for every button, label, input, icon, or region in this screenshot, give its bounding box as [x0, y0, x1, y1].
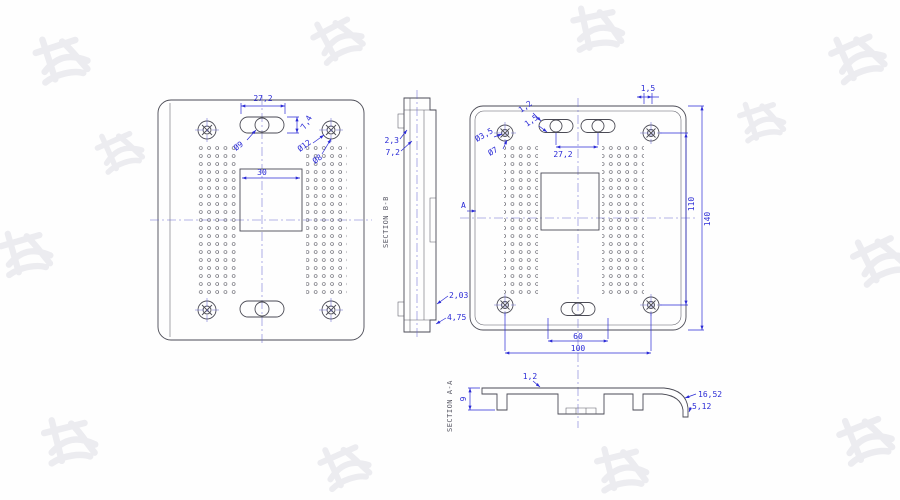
side-section-view: SECTION B-B 2,3 7,2 2,03 4,75 [382, 90, 468, 340]
dim-side-wall-4: 4,75 [447, 313, 466, 322]
back-slot-top-left [538, 119, 574, 133]
dim-front-slot-height: 7,4 [299, 114, 314, 131]
back-perforation-grid-left [504, 146, 538, 298]
side-tab-top [397, 113, 405, 129]
side-dimensions: 2,3 7,2 2,03 4,75 [385, 129, 468, 325]
dim-back-hole-outer-d: Ø7 [486, 144, 500, 158]
section-b-label: SECTION B-B [382, 196, 390, 248]
back-boss-top-left [494, 122, 516, 144]
bottom-section-view: SECTION A-A 1,2 9 16,52 5,12 [446, 372, 722, 432]
bottom-profile-outline [481, 387, 689, 418]
back-slot-top-right [580, 119, 616, 133]
dim-back-top-edge: 1,5 [641, 84, 656, 93]
dim-side-wall-2: 7,2 [386, 148, 401, 157]
back-view: A 1,2 1,5 Ø3,5 Ø7 27,2 1,5 110 [460, 84, 712, 428]
dim-side-wall-1: 2,3 [385, 136, 400, 145]
front-dimensions: 27,2 7,4 Ø9 Ø12 Ø8 30 [231, 94, 332, 180]
bottom-dimensions: 1,2 9 16,52 5,12 [459, 372, 722, 413]
dim-back-height-inner: 110 [687, 197, 696, 212]
dim-side-wall-3: 2,03 [449, 291, 468, 300]
dim-back-rib-2: 1,5 [523, 113, 540, 129]
dim-back-height-outer: 140 [703, 212, 712, 227]
front-boss-bottom-left [195, 298, 219, 322]
dim-front-slot-width: 27,2 [253, 94, 272, 103]
front-slot-top [239, 116, 285, 134]
front-slot-bottom [239, 300, 285, 318]
side-tab-bottom [397, 301, 405, 317]
dim-back-width-inner: 60 [573, 332, 583, 341]
dim-back-width-outer: 100 [571, 344, 586, 353]
front-boss-bottom-right [319, 298, 343, 322]
front-perforation-grid-left [196, 146, 237, 296]
back-slot-bottom [560, 302, 596, 316]
back-perforation-grid-right [602, 146, 644, 298]
back-boss-top-right [640, 122, 662, 144]
dim-back-slot-width: 27,2 [553, 150, 572, 159]
back-center-opening [540, 172, 600, 231]
section-a-label: SECTION A-A [446, 380, 454, 432]
dim-back-hole-inner-d: Ø3,5 [473, 125, 495, 143]
dim-bottom-lip: 5,12 [692, 402, 711, 411]
section-a-marker: A [461, 201, 476, 213]
front-boss-top-right [319, 118, 343, 142]
dim-bottom-radius: 16,52 [698, 390, 722, 399]
dim-front-square: 30 [257, 168, 267, 177]
back-boss-bottom-right [640, 294, 662, 316]
front-boss-top-left [195, 118, 219, 142]
front-view: 27,2 7,4 Ø9 Ø12 Ø8 30 [150, 94, 372, 344]
dim-back-rib-1: 1,2 [517, 99, 534, 115]
front-perforation-grid-right [306, 146, 347, 296]
side-profile-outline [403, 97, 437, 333]
front-center-opening [239, 168, 303, 232]
dim-bottom-height: 9 [459, 396, 468, 401]
section-a-marker-label: A [461, 201, 466, 210]
bottom-boss-detail [565, 407, 597, 414]
dim-bottom-wall: 1,2 [523, 372, 538, 381]
side-notch [429, 197, 436, 243]
